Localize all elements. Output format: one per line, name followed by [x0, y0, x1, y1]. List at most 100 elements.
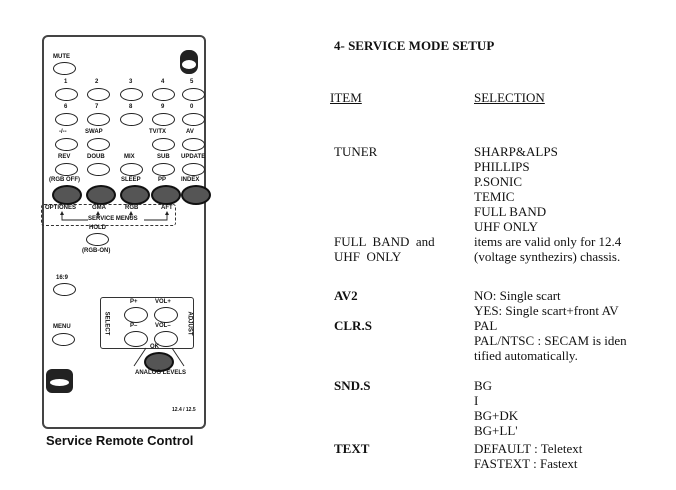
rev-button[interactable] [55, 163, 78, 176]
clrs-sel-1: PAL [474, 318, 498, 333]
vol-minus-button[interactable] [154, 331, 178, 347]
blue-button[interactable] [151, 185, 181, 205]
num-button-5[interactable] [182, 88, 205, 101]
rgb-label: RGB [125, 205, 139, 211]
text-item: TEXT [334, 441, 370, 456]
hold-label: HOLD [89, 225, 106, 231]
tuner-sel-4: TEMIC [474, 189, 515, 204]
num-label-8: 8 [129, 104, 133, 110]
red-button[interactable] [52, 185, 82, 205]
num-label-9: 9 [161, 104, 165, 110]
aspect-button[interactable] [53, 283, 76, 296]
sub-label: SUB [157, 154, 170, 160]
remote-control: MUTE 1 2 3 4 5 6 7 8 9 0 -/-- SWAP TV/TX… [41, 35, 211, 429]
av-label: AV [186, 129, 194, 135]
av2-sel-1: NO: Single scart [474, 288, 561, 303]
num-button-6[interactable] [55, 113, 78, 126]
fullband-item: FULL BAND and [334, 234, 435, 249]
vol-minus-label: VOL– [155, 323, 171, 329]
item-column-header: ITEM [330, 90, 362, 105]
p-plus-label: P+ [130, 299, 138, 305]
num-button-8[interactable] [120, 113, 143, 126]
num-button-4[interactable] [152, 88, 175, 101]
dash-button[interactable] [55, 138, 78, 151]
num-button-9[interactable] [152, 113, 175, 126]
snds-sel-1: BG [474, 378, 493, 393]
tuner-sel-2: PHILLIPS [474, 159, 530, 174]
analog-levels-label: ANALOG LEVELS [135, 370, 187, 376]
vol-plus-label: VOL+ [155, 299, 171, 305]
ok-button[interactable] [144, 352, 174, 372]
adjust-group [100, 297, 194, 349]
num-button-3[interactable] [120, 88, 143, 101]
mute-button[interactable] [53, 62, 76, 75]
num-label-0: 0 [190, 104, 194, 110]
index-button[interactable] [181, 185, 211, 205]
green-button[interactable] [86, 185, 116, 205]
gma-label: GMA [92, 205, 106, 211]
tvtx-button[interactable] [152, 138, 175, 151]
num-button-2[interactable] [87, 88, 110, 101]
pp-label: PP [158, 177, 167, 183]
num-label-5: 5 [190, 79, 194, 85]
text-sel-1: DEFAULT : Teletext [474, 441, 583, 456]
snds-sel-3: BG+DK [474, 408, 519, 423]
vol-plus-button[interactable] [154, 307, 178, 323]
service-menus-label: SERVICE MENUS [88, 216, 138, 222]
av2-item: AV2 [334, 288, 358, 303]
text-sel-2: FASTEXT : Fastext [474, 456, 578, 471]
num-label-7: 7 [95, 104, 99, 110]
hold-button[interactable] [86, 233, 109, 246]
num-button-7[interactable] [87, 113, 110, 126]
standby-button[interactable] [180, 50, 198, 74]
num-label-3: 3 [129, 79, 133, 85]
num-button-1[interactable] [55, 88, 78, 101]
analog-levels-arrows [133, 347, 185, 367]
update-button[interactable] [182, 163, 205, 176]
clrs-sel-3: tified automatically. [474, 348, 578, 363]
mix-button[interactable] [120, 163, 143, 176]
snds-item: SND.S [334, 378, 371, 393]
page-title: 4- SERVICE MODE SETUP [334, 38, 495, 53]
fullband-sel-1: items are valid only for 12.4 [474, 234, 622, 249]
service-key[interactable] [46, 369, 73, 393]
rgb-on-label: (RGB-ON) [82, 248, 111, 254]
num-button-0[interactable] [182, 113, 205, 126]
select-label: SELECT [103, 311, 110, 336]
tuner-item: TUNER [334, 144, 378, 159]
dash-label: -/-- [59, 129, 67, 135]
fullband-sel-2: (voltage synthezirs) chassis. [474, 249, 621, 264]
rgb-off-label: (RGB OFF) [49, 177, 80, 183]
tuner-sel-5: FULL BAND [474, 204, 547, 219]
menu-label: MENU [53, 324, 71, 330]
sub-button[interactable] [152, 163, 175, 176]
yellow-button[interactable] [120, 185, 150, 205]
update-label: UPDATE [181, 154, 206, 160]
aft-label: AFT [161, 205, 173, 211]
snds-sel-2: I [474, 393, 479, 408]
menu-button[interactable] [52, 333, 75, 346]
p-minus-button[interactable] [124, 331, 148, 347]
mute-label: MUTE [53, 54, 70, 60]
rev-label: REV [58, 154, 71, 160]
remote-caption: Service Remote Control [46, 433, 194, 448]
clrs-item: CLR.S [334, 318, 372, 333]
model-label: 12.4 / 12.5 [172, 407, 196, 413]
p-plus-button[interactable] [124, 307, 148, 323]
av-button[interactable] [182, 138, 205, 151]
av2-sel-2: YES: Single scart+front AV [474, 303, 619, 318]
num-label-2: 2 [95, 79, 99, 85]
doub-button[interactable] [87, 163, 110, 176]
mix-label: MIX [124, 154, 135, 160]
tuner-sel-3: P.SONIC [474, 174, 523, 189]
p-minus-label: P– [130, 323, 138, 329]
num-label-6: 6 [64, 104, 68, 110]
fullband-item-2: UHF ONLY [334, 249, 402, 264]
swap-label: SWAP [85, 129, 103, 135]
index-label: INDEX [181, 177, 200, 183]
service-menus-arrows [60, 211, 169, 221]
optiones-label: OPTIONES [45, 205, 77, 211]
aspect-label: 16:9 [56, 275, 69, 281]
swap-button[interactable] [87, 138, 110, 151]
service-menus-group [41, 204, 176, 226]
